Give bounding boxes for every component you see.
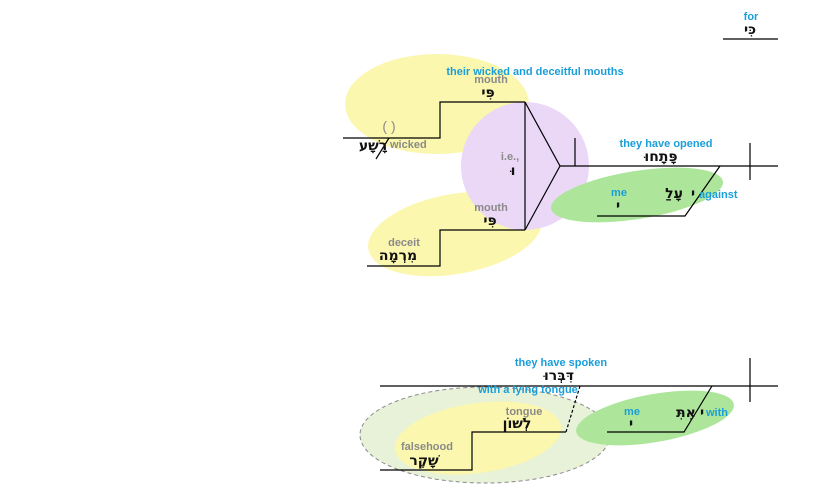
me1-english: me (611, 187, 627, 199)
me1-hebrew: י (616, 198, 620, 214)
fork-bottom (524, 165, 561, 231)
falsehood-hebrew: שָׁקֶר (409, 453, 440, 469)
bubble-falsehood-tongue (394, 401, 562, 475)
with-hebrew-suffix: י (700, 405, 704, 421)
tongue-hebrew: לְשׁוֹן (503, 416, 532, 432)
connector-hebrew: וּ (510, 163, 516, 179)
verb2-hebrew: דִּבְּרוּ (543, 368, 574, 384)
with-phrase-line (607, 385, 713, 433)
conjunction-english: for (744, 11, 759, 23)
mouth1-branch (343, 101, 525, 139)
mouth2-english: mouth (474, 202, 508, 214)
against-hebrew: עָלַ (665, 186, 683, 202)
tongue-english: tongue (506, 406, 543, 418)
me2-hebrew: י (629, 416, 633, 432)
with-english: with (705, 407, 728, 419)
wicked-hebrew: רָשָׁע (359, 138, 388, 154)
mouth1-hebrew: פִּי (481, 85, 494, 101)
with-hebrew: אִתִּ (676, 405, 696, 421)
verb1-english: they have opened (620, 138, 713, 150)
wicked-modifier-line (375, 137, 390, 160)
phrase-label-english: with a lying tongue (477, 384, 578, 396)
lying-tongue-dashed-link (565, 385, 581, 433)
wicked-paren: ( ) (382, 118, 395, 134)
subject-group-label: their wicked and deceitful mouths (446, 66, 623, 78)
tongue-branch (380, 431, 566, 471)
fork-top (524, 101, 561, 167)
falsehood-english: falsehood (401, 441, 453, 453)
mouth2-hebrew: פִּי (483, 213, 496, 229)
against-phrase-line (597, 165, 721, 217)
connector-english: i.e., (501, 151, 519, 163)
against-hebrew-suffix: י (691, 186, 695, 202)
me2-english: me (624, 406, 640, 418)
mouth1-english: mouth (474, 74, 508, 86)
bubble-against-me (550, 167, 724, 223)
against-english: against (699, 189, 738, 201)
deceit-english: deceit (388, 237, 420, 249)
conjunction-hebrew: כִּי (744, 22, 756, 38)
mouth2-branch (367, 229, 525, 267)
wicked-english: wicked (389, 139, 427, 151)
verb2-english: they have spoken (515, 357, 608, 369)
verb1-hebrew: פָּתָחוּ (644, 149, 678, 165)
deceit-hebrew: מִרְמָה (379, 248, 417, 264)
